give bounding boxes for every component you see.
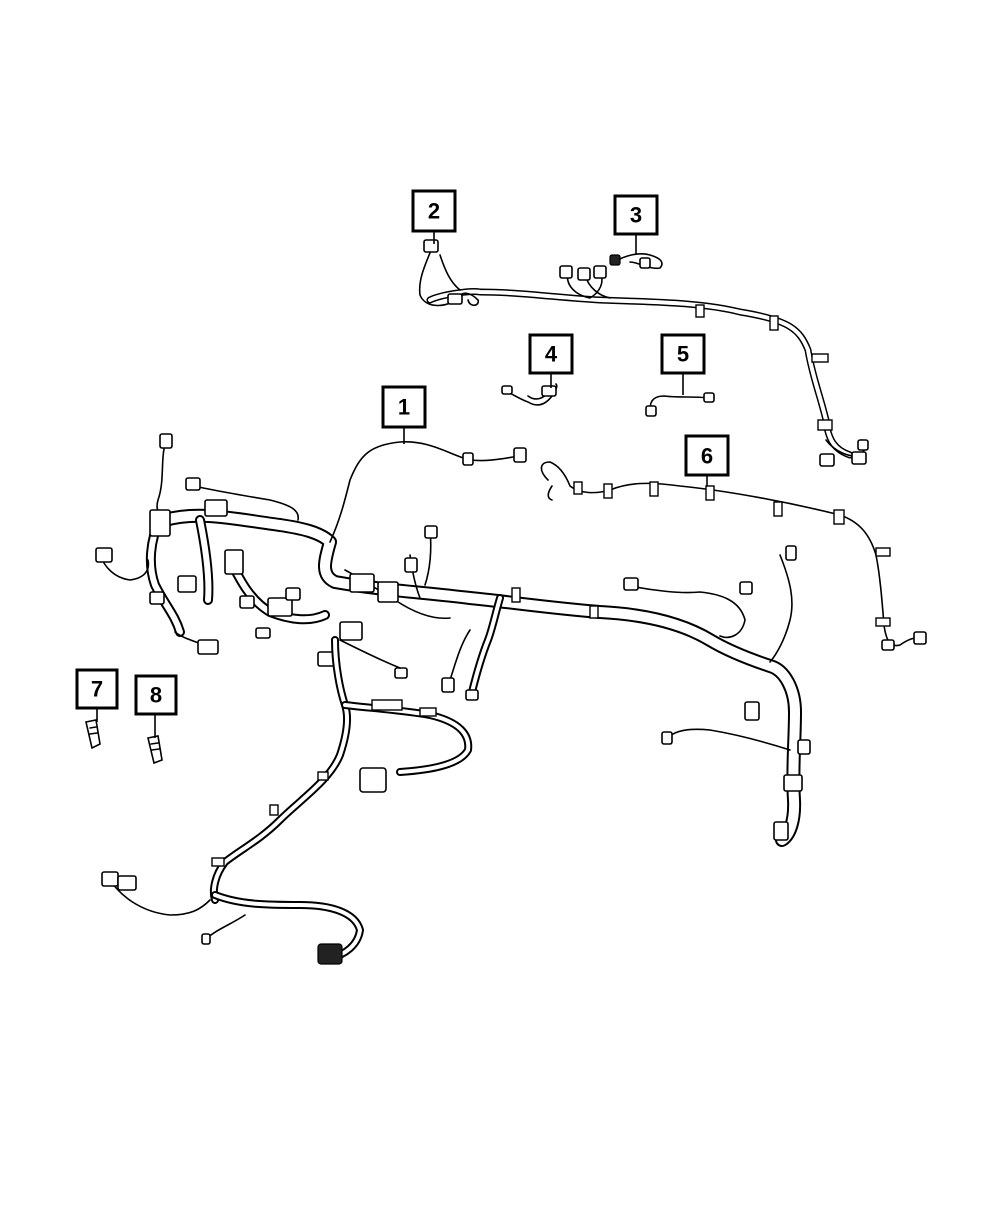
callout-2[interactable]: 2 <box>411 189 457 233</box>
callout-5-label: 5 <box>677 342 689 367</box>
part-6-harness <box>540 461 927 651</box>
part-7-connector <box>85 719 101 750</box>
callout-2-label: 2 <box>428 199 440 224</box>
callout-6[interactable]: 6 <box>684 434 730 477</box>
part-8-connector <box>147 735 163 765</box>
callout-4[interactable]: 4 <box>528 333 574 375</box>
callout-4-label: 4 <box>545 342 558 367</box>
part-1-instrument-panel-harness <box>95 433 811 965</box>
callout-1[interactable]: 1 <box>381 385 427 429</box>
callout-7-label: 7 <box>91 677 103 702</box>
callout-leaders <box>96 231 708 738</box>
callout-6-label: 6 <box>701 444 713 469</box>
part-4-jumper <box>501 383 558 406</box>
part-5-jumper <box>645 392 715 417</box>
callout-8-label: 8 <box>150 683 162 708</box>
callout-7[interactable]: 7 <box>75 668 119 710</box>
callout-3-label: 3 <box>630 203 642 228</box>
part-2-roof-harness <box>418 239 869 467</box>
callout-8[interactable]: 8 <box>134 674 178 716</box>
callout-5[interactable]: 5 <box>660 333 706 375</box>
callout-1-label: 1 <box>398 395 410 420</box>
callout-3[interactable]: 3 <box>613 194 659 236</box>
